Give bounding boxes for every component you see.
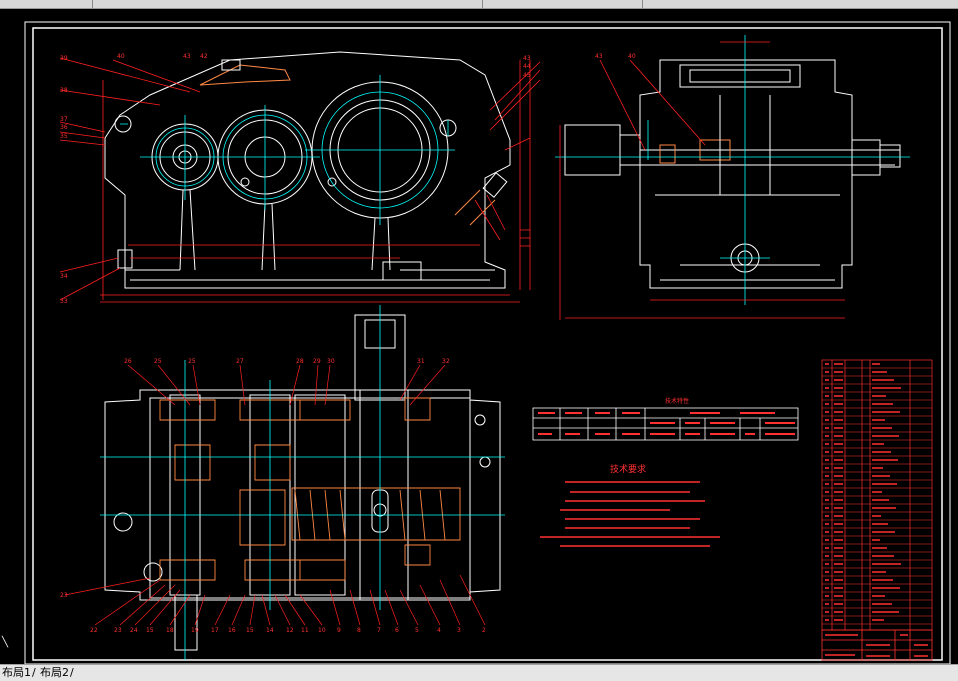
balloon-label: 38: [60, 87, 68, 94]
balloon-label: 17: [211, 627, 219, 634]
balloon-label: 26: [124, 358, 132, 365]
tech-requirements-title: 技术要求: [610, 463, 646, 475]
balloon-label: 43: [183, 53, 191, 60]
toolbar-segment[interactable]: [92, 0, 483, 8]
table-cell-marks: [538, 412, 795, 435]
top-toolbar-strip: [0, 0, 958, 9]
balloon-label: 34: [60, 273, 68, 280]
plan-view: [104, 314, 501, 651]
toolbar-segment[interactable]: [642, 0, 958, 8]
front-view-dimensions: [59, 57, 541, 303]
tab-separator: /: [32, 666, 36, 679]
balloon-label: 39: [60, 55, 68, 62]
plan-view-leaders: [64, 364, 486, 626]
table-title: 技术特性: [665, 397, 689, 405]
side-view-balloons: 43 40: [595, 53, 636, 60]
balloon-label: 23: [60, 592, 68, 599]
balloon-label: 27: [236, 358, 244, 365]
side-view-dimensions: [559, 41, 845, 320]
balloon-label: 3: [457, 627, 461, 634]
plan-view-hatching: [159, 397, 461, 581]
balloon-label: 35: [60, 133, 68, 140]
balloon-label: 4: [437, 627, 441, 634]
balloon-label: 22: [90, 627, 98, 634]
layout-tab-bar: 布局1 / 布局2 /: [0, 664, 958, 681]
balloon-label: 23: [114, 627, 122, 634]
balloon-label: 28: [296, 358, 304, 365]
balloon-label: 9: [337, 627, 341, 634]
plan-view-balloons-bottom: 22 23 24 15 18 19 17 16 15 14 12 11 10 9…: [60, 592, 486, 634]
balloon-label: 31: [417, 358, 425, 365]
tech-requirements-text-lines: [540, 481, 720, 547]
balloon-label: 12: [286, 627, 294, 634]
toolbar-segment[interactable]: [0, 0, 93, 8]
balloon-label: 37: [60, 116, 68, 123]
balloon-label: 43: [523, 55, 531, 62]
drawing-canvas[interactable]: 39 40 43 42 43 44 45 38 37 36 35 34 33 4…: [0, 9, 958, 664]
front-view-balloons: 39 40 43 42 43 44 45 38 37 36 35 34 33: [60, 53, 531, 305]
title-block-text: [825, 634, 928, 657]
side-view-centerlines: [555, 35, 910, 305]
balloon-label: 25: [188, 358, 196, 365]
balloon-label: 5: [415, 627, 419, 634]
balloon-label: 6: [395, 627, 399, 634]
sheet-inner-border: [32, 27, 943, 661]
tab-layout-2[interactable]: 布局2: [40, 666, 69, 679]
balloon-label: 18: [166, 627, 174, 634]
tab-layout-1[interactable]: 布局1: [2, 666, 31, 679]
side-view: [564, 59, 901, 289]
balloon-label: 33: [60, 298, 68, 305]
balloon-label: 32: [442, 358, 450, 365]
toolbar-segment[interactable]: [482, 0, 643, 8]
balloon-label: 8: [357, 627, 361, 634]
front-view: [104, 51, 511, 289]
front-view-centerlines: [120, 75, 455, 225]
balloon-label: 19: [191, 627, 199, 634]
balloon-label: 14: [266, 627, 274, 634]
balloon-label: 40: [117, 53, 125, 60]
balloon-label: 40: [628, 53, 636, 60]
balloon-label: 2: [482, 627, 486, 634]
ucs-icon: ╲: [2, 637, 9, 648]
parts-list-rows: [822, 367, 932, 625]
balloon-label: 16: [228, 627, 236, 634]
balloon-label: 42: [200, 53, 208, 60]
tech-characteristics-table: [532, 407, 799, 441]
tab-separator: /: [70, 666, 74, 679]
cad-drawing: 39 40 43 42 43 44 45 38 37 36 35 34 33 4…: [24, 21, 951, 664]
title-block: [821, 629, 933, 661]
sheet-border: [24, 21, 951, 664]
parts-list-text: [825, 363, 901, 621]
plan-view-balloons-top: 26 25 25 27 28 29 30 31 32: [124, 358, 450, 365]
parts-list: [821, 359, 933, 631]
balloon-label: 25: [154, 358, 162, 365]
balloon-label: 45: [523, 72, 531, 79]
plan-view-centerlines: [100, 305, 505, 660]
balloon-label: 43: [595, 53, 603, 60]
balloon-label: 24: [130, 627, 138, 634]
balloon-label: 15: [146, 627, 154, 634]
balloon-label: 10: [318, 627, 326, 634]
balloon-label: 29: [313, 358, 321, 365]
balloon-label: 36: [60, 124, 68, 131]
balloon-label: 30: [327, 358, 335, 365]
balloon-label: 11: [301, 627, 309, 634]
balloon-label: 44: [523, 63, 531, 70]
balloon-label: 7: [377, 627, 381, 634]
balloon-label: 15: [246, 627, 254, 634]
